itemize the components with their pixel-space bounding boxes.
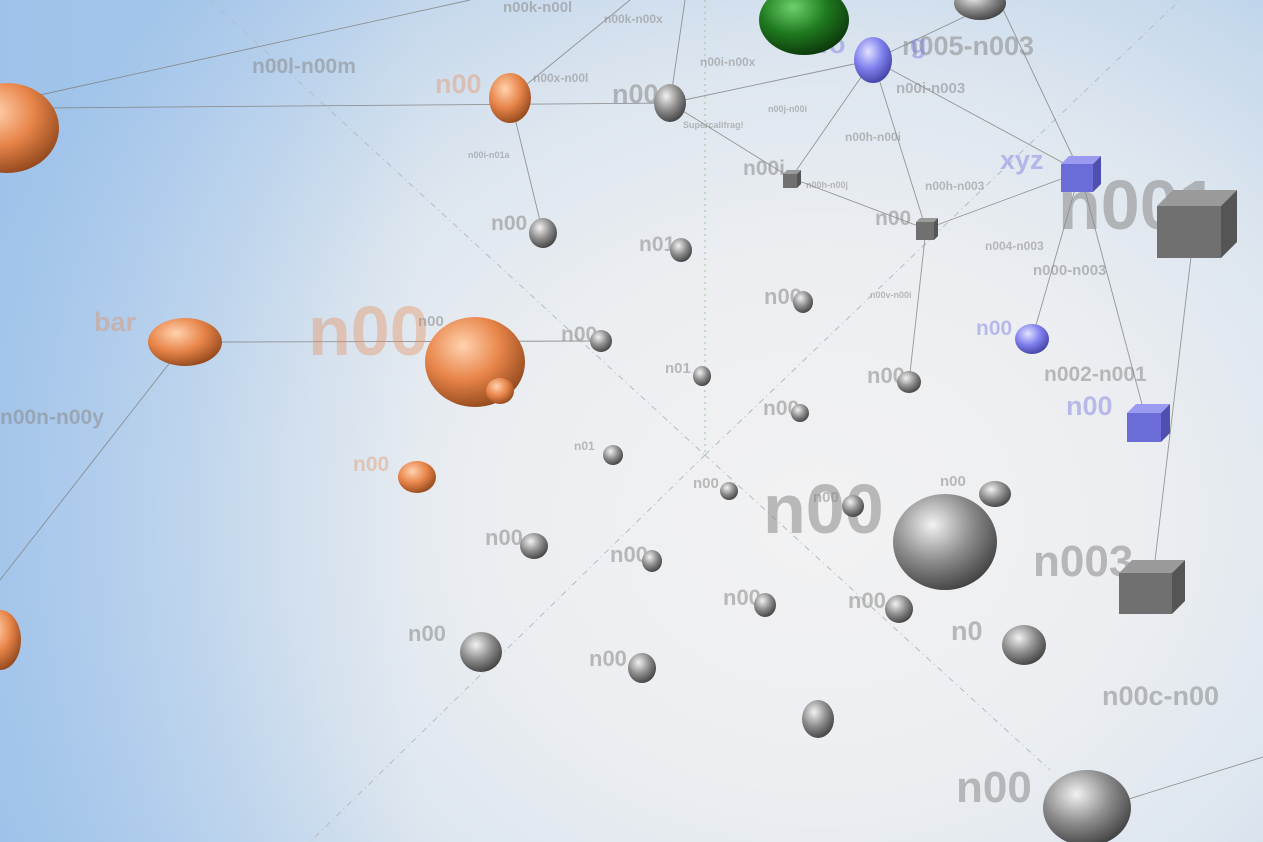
graph-edge [908, 228, 927, 383]
orange-sphere-node[interactable] [398, 461, 436, 493]
graph-edge [0, 355, 176, 581]
graph-edge [509, 0, 631, 99]
axis-line [209, 0, 706, 456]
gray-cube-node[interactable] [916, 218, 938, 240]
green-sphere-node[interactable] [759, 0, 849, 55]
gray-cube-node[interactable] [1157, 190, 1237, 258]
gray-sphere-node[interactable] [979, 481, 1011, 507]
orange-sphere-node[interactable] [489, 73, 531, 123]
graph-edge [221, 340, 602, 343]
gray-sphere-node[interactable] [893, 494, 997, 590]
gray-sphere-node[interactable] [693, 366, 711, 386]
gray-sphere-node[interactable] [460, 632, 502, 672]
gray-cube-node[interactable] [783, 170, 801, 188]
gray-sphere-node[interactable] [1002, 625, 1046, 665]
gray-cube-node[interactable] [1119, 560, 1185, 614]
gray-sphere-node[interactable] [720, 482, 738, 500]
gray-sphere-node[interactable] [654, 84, 686, 122]
graph-edge [39, 0, 471, 96]
gray-sphere-node[interactable] [802, 700, 834, 738]
gray-sphere-node[interactable] [1043, 770, 1131, 842]
axis-line [704, 0, 1181, 456]
graph-edge [1151, 222, 1196, 587]
graph-edge [872, 59, 1081, 173]
gray-sphere-node[interactable] [603, 445, 623, 465]
gray-sphere-node[interactable] [754, 593, 776, 617]
orange-sphere-node[interactable] [0, 83, 59, 173]
gray-sphere-node[interactable] [520, 533, 548, 559]
gray-sphere-node[interactable] [529, 218, 557, 248]
graph-edge [669, 59, 874, 104]
gray-sphere-node[interactable] [670, 238, 692, 262]
gray-sphere-node[interactable] [954, 0, 1006, 20]
graph-edge [999, 2, 1081, 173]
graph-edge [1079, 171, 1148, 424]
graph-edge [925, 171, 1081, 230]
graph-edge [790, 177, 927, 230]
blue-sphere-node[interactable] [1015, 324, 1049, 354]
gray-sphere-node[interactable] [642, 550, 662, 572]
gray-sphere-node[interactable] [897, 371, 921, 393]
gray-sphere-node[interactable] [793, 291, 813, 313]
graph-edge [669, 102, 792, 179]
orange-sphere-node[interactable] [0, 610, 21, 670]
blue-cube-node[interactable] [1127, 404, 1170, 442]
blue-cube-node[interactable] [1061, 156, 1101, 192]
blue-sphere-node[interactable] [854, 37, 892, 83]
axis-line [309, 454, 706, 842]
orange-sphere-node[interactable] [148, 318, 222, 366]
axis-line [704, 454, 1051, 771]
gray-sphere-node[interactable] [885, 595, 913, 623]
graph-edge [872, 59, 927, 230]
gray-sphere-node[interactable] [791, 404, 809, 422]
graph-edge [790, 59, 874, 179]
gray-sphere-node[interactable] [628, 653, 656, 683]
graph-edge [39, 102, 671, 109]
gray-sphere-node[interactable] [590, 330, 612, 352]
gray-sphere-node[interactable] [842, 495, 864, 517]
graph-edge [1031, 171, 1081, 340]
orange-sphere-node[interactable] [486, 378, 514, 404]
